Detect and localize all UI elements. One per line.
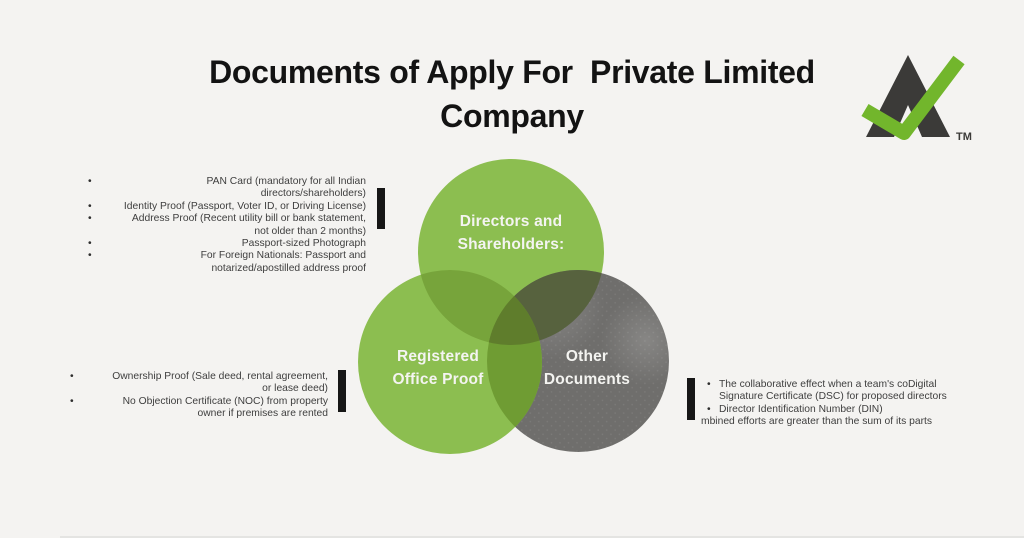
company-logo: TM [861, 55, 972, 143]
logo-tm-label: TM [956, 131, 972, 143]
list-item-text: For Foreign Nationals: Passport and nota… [200, 250, 366, 274]
list-item-text: Director Identification Number (DIN) [719, 403, 883, 415]
bullet-icon: • [707, 403, 711, 415]
bullet-icon: • [88, 250, 92, 262]
bullet-icon: • [88, 213, 92, 225]
list-item: • Address Proof (Recent utility bill or … [88, 213, 366, 238]
list-item: • The collaborative effect when a team's… [701, 379, 986, 404]
directors-documents-list: • PAN Card (mandatory for all Indian dir… [88, 176, 366, 275]
venn-label-office: Registered Office Proof [392, 348, 484, 388]
venn-label-other: Other Documents [543, 348, 631, 388]
list-item: • PAN Card (mandatory for all Indian dir… [88, 176, 366, 201]
list-item-text: PAN Card (mandatory for all Indian direc… [206, 176, 366, 200]
other-documents-list: • The collaborative effect when a team's… [701, 379, 986, 429]
list-item: • Identity Proof (Passport, Voter ID, or… [88, 201, 366, 213]
list-item: • Ownership Proof (Sale deed, rental agr… [70, 371, 328, 396]
list-item: • For Foreign Nationals: Passport and no… [88, 250, 366, 275]
office-proof-list: • Ownership Proof (Sale deed, rental agr… [70, 371, 328, 421]
list-item: • No Objection Certificate (NOC) from pr… [70, 396, 328, 421]
list-item: • Director Identification Number (DIN) [701, 404, 986, 416]
bullet-icon: • [70, 371, 74, 382]
bottom-edge-line [60, 536, 1024, 538]
venn-label-directors: Directors and Shareholders: [457, 213, 565, 253]
list-trailing-text: mbined efforts are greater than the sum … [701, 416, 933, 428]
logo-checkmark-icon [861, 55, 965, 140]
page-title: Documents of Apply For Private Limited C… [209, 54, 815, 134]
list-item-text: Address Proof (Recent utility bill or ba… [131, 213, 366, 237]
list-item-text: The collaborative effect when a team's c… [719, 379, 947, 403]
venn-overlap-directors-office [418, 270, 542, 345]
divider-bar [687, 378, 695, 420]
list-item-text: No Objection Certificate (NOC) from prop… [122, 395, 328, 420]
bullet-icon: • [70, 395, 74, 407]
bullet-icon: • [88, 238, 92, 250]
list-item: • Passport-sized Photograph [88, 238, 366, 250]
list-item-text: Passport-sized Photograph [241, 238, 366, 250]
bullet-icon: • [88, 200, 92, 212]
list-item-text: Ownership Proof (Sale deed, rental agree… [112, 371, 328, 395]
list-item-text: Identity Proof (Passport, Voter ID, or D… [123, 200, 366, 212]
bullet-icon: • [88, 176, 92, 187]
gray-circle-texture [487, 249, 692, 452]
divider-bar [377, 188, 385, 229]
divider-bar [338, 370, 346, 412]
bullet-icon: • [707, 379, 711, 390]
